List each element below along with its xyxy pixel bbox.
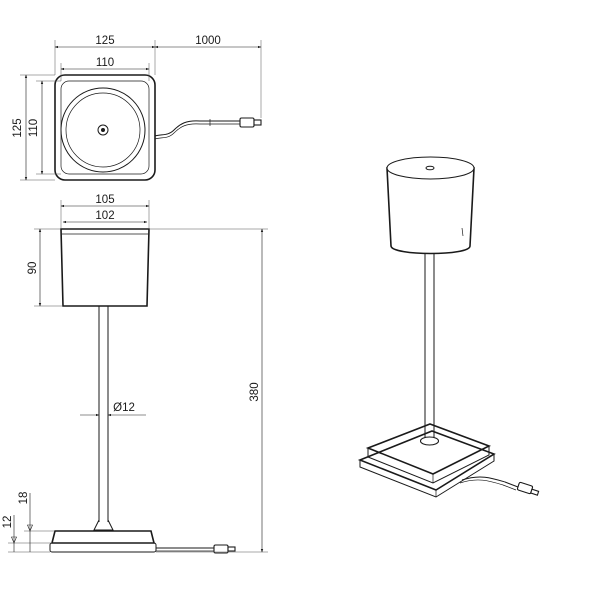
perspective-stem-foot — [419, 436, 440, 446]
dim-base-height-total: 18 — [18, 492, 30, 505]
dim-stem-diameter: Ø12 — [113, 402, 135, 414]
side-view: 105 102 90 Ø12 380 18 12 — [2, 194, 268, 554]
perspective-shade-highlight — [461, 227, 464, 237]
side-view-base — [50, 530, 156, 544]
dim-top-width-outer: 125 — [95, 35, 114, 47]
top-view-shade-inner — [65, 92, 141, 168]
dim-total-height: 380 — [249, 382, 261, 401]
dim-cable-length: 1000 — [195, 35, 221, 47]
dim-top-height-outer: 125 — [12, 118, 24, 137]
top-view-button-dot — [101, 128, 105, 132]
dim-arrow-base-plate — [11, 536, 17, 544]
top-view-cable — [154, 120, 240, 137]
perspective-usb-tip — [530, 488, 540, 496]
dim-base-height-plate: 12 — [2, 516, 14, 529]
top-view-usb-plug — [239, 117, 255, 128]
top-view: 125 110 1000 125 110 — [12, 35, 262, 181]
perspective-cable-under — [459, 479, 517, 491]
dim-top-width-inner: 110 — [96, 57, 114, 69]
side-view-shade — [60, 228, 150, 307]
dim-shade-height: 90 — [27, 262, 39, 275]
top-view-button-icon — [97, 124, 109, 136]
dim-shade-width-inner: 102 — [95, 210, 114, 222]
side-view-charging-pad — [49, 542, 157, 553]
top-view-usb-tip — [253, 119, 262, 126]
perspective-shade-top — [386, 156, 475, 180]
top-view-cable-under — [154, 123, 240, 140]
perspective-shade-body — [386, 167, 475, 255]
perspective-button-icon — [425, 165, 435, 171]
side-view-usb-tip — [227, 546, 236, 552]
dim-shade-width-outer: 105 — [95, 194, 114, 206]
dim-top-height-inner: 110 — [28, 119, 40, 137]
side-view-stem-foot — [93, 519, 114, 531]
top-view-base-outer — [54, 74, 156, 181]
perspective-cable — [461, 476, 519, 488]
top-view-shade-outer — [60, 87, 146, 173]
perspective-charging-pad-edge — [359, 454, 495, 498]
dim-arrow-base-total — [27, 524, 33, 532]
perspective-view — [357, 156, 540, 498]
